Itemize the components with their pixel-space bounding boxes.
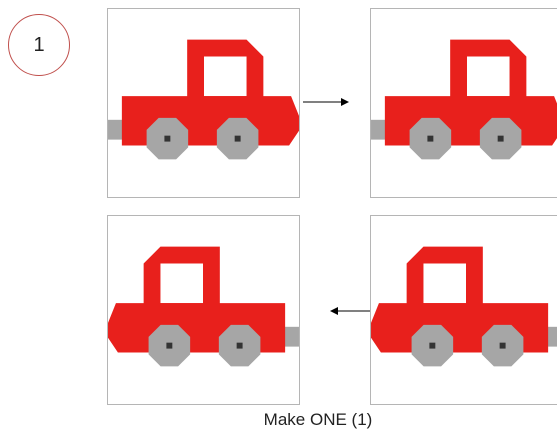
car-facing-right <box>371 39 557 160</box>
truck-cab <box>187 39 264 99</box>
tile-bottom-left <box>107 215 300 405</box>
car-facing-right <box>108 39 299 160</box>
wheel-hub-1 <box>499 342 506 349</box>
car-facing-left <box>108 246 299 367</box>
wheel-hub-1 <box>427 135 434 142</box>
bumper <box>281 326 299 347</box>
wheel-hub-2 <box>497 135 504 142</box>
step-number: 1 <box>33 33 45 56</box>
tile-top-right <box>370 8 557 198</box>
wheel-hub-2 <box>166 342 173 349</box>
arrow-right-icon <box>303 98 349 106</box>
wheel-hub-1 <box>164 135 171 142</box>
truck-cab <box>143 246 220 306</box>
step-number-badge: 1 <box>8 14 70 76</box>
wheel-hub-1 <box>236 342 243 349</box>
arrow-left-icon <box>330 307 370 315</box>
wheel-hub-2 <box>234 135 241 142</box>
truck-cab <box>450 39 527 99</box>
truck-cab <box>406 246 483 306</box>
car-facing-left <box>371 246 557 367</box>
wheel-hub-2 <box>429 342 436 349</box>
caption: Make ONE (1) <box>263 410 373 429</box>
bumper <box>371 119 389 140</box>
tile-bottom-right <box>370 215 557 405</box>
tile-top-left <box>107 8 300 198</box>
bumper <box>108 119 126 140</box>
